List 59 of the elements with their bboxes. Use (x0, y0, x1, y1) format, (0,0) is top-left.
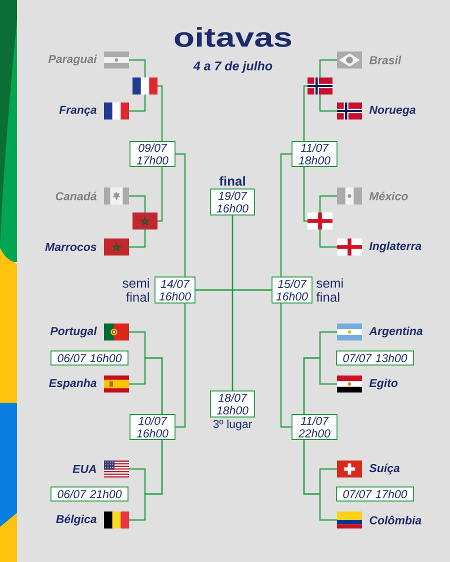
bracket-line (129, 195, 146, 212)
team-name: EUA (72, 465, 96, 474)
date-box: 14/07 16h00 (154, 276, 196, 304)
date-box: 11/07 22h00 (292, 414, 338, 440)
date-box: 18/07 18h00 (210, 390, 255, 418)
date-box: 07/07 17h00 (336, 486, 414, 502)
flag-icon (308, 212, 332, 230)
team-name: França (59, 106, 96, 116)
bracket-line (129, 357, 163, 414)
bracket-line (129, 94, 146, 112)
team-name: Portugal (50, 326, 97, 338)
bracket-line (303, 357, 337, 414)
title: oitavas (174, 27, 292, 47)
team-name: Paraguai (48, 54, 97, 66)
team-name: Argentina (368, 326, 423, 338)
team-name: Canadá (56, 192, 96, 200)
date-box: 15/07 16h00 (272, 276, 312, 304)
team-name: Egito (369, 378, 398, 390)
bracket-line (319, 94, 337, 112)
date-box: 19/07 16h00 (210, 188, 255, 216)
date-box: 10/07 16h00 (130, 414, 176, 440)
bracket-line (175, 153, 186, 277)
team-name: Bélgica (56, 514, 96, 526)
bracket-line (158, 85, 163, 142)
team-name: Colômbia (370, 516, 422, 524)
bracket-line (280, 303, 292, 428)
stage-label: final (219, 176, 245, 186)
bracket-line (303, 440, 337, 521)
date-box: 09/07 17h00 (130, 141, 176, 167)
bracket-line (319, 195, 337, 212)
bracket-line (319, 230, 337, 248)
date-box: 06/07 21h00 (50, 486, 128, 502)
team-name: Noruega (369, 106, 416, 116)
bracket-line (319, 59, 337, 78)
bracket-line (303, 166, 308, 222)
flag-icon (132, 78, 158, 94)
team-name: Espanha (49, 378, 96, 390)
date-box: 11/07 18h00 (292, 141, 338, 167)
bracket-line (175, 303, 186, 428)
stage-label: semi final (122, 278, 149, 302)
bracket-line (129, 230, 146, 248)
bracket-line (232, 289, 272, 391)
team-name: Inglaterra (369, 242, 422, 252)
bracket-line (129, 440, 163, 521)
team-name: México (369, 192, 408, 200)
bracket-line (129, 59, 146, 78)
team-name: Brasil (369, 56, 402, 64)
bracket-line (158, 166, 163, 222)
flag-icon (308, 78, 332, 94)
subtitle: 4 a 7 de julho (193, 61, 272, 73)
date-box: 07/07 13h00 (336, 350, 414, 366)
flag-icon (132, 212, 158, 230)
bracket-line (303, 85, 308, 142)
team-name: Suíça (369, 464, 400, 474)
stage-label: semi final (316, 278, 343, 302)
stage-label: 3º lugar (213, 420, 252, 430)
bracket-line (280, 153, 292, 277)
team-name: Marrocos (45, 243, 96, 252)
date-box: 06/07 16h00 (50, 350, 128, 366)
